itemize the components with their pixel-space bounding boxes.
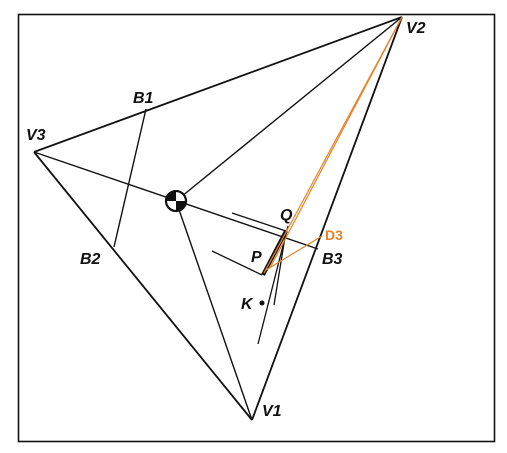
- label-q: Q: [280, 207, 293, 224]
- label-b2: B2: [80, 251, 101, 268]
- centroid-marker-icon: [164, 189, 188, 213]
- label-v2: V2: [406, 20, 426, 37]
- outer-triangle: [33, 16, 403, 421]
- edge-v1-v2: [251, 16, 403, 421]
- label-v1: V1: [262, 403, 282, 420]
- line-center-v2: [175, 16, 403, 202]
- line-b1-b2: [113, 108, 147, 248]
- label-b3: B3: [322, 251, 343, 268]
- label-p: P: [251, 249, 262, 266]
- segment-q-left: [231, 212, 287, 232]
- label-v3: V3: [26, 127, 46, 144]
- segment-p-left: [211, 250, 263, 276]
- label-d3: D3: [325, 227, 343, 243]
- edge-v3-v2: [33, 16, 403, 153]
- point-k: [259, 300, 265, 306]
- highlight-lines: [263, 16, 403, 274]
- orange-v2-p: [269, 16, 403, 269]
- label-b1: B1: [133, 90, 154, 107]
- label-k: K: [241, 296, 254, 313]
- pq-construction: [211, 212, 289, 345]
- segment-q-down: [273, 230, 287, 306]
- line-center-v1: [175, 200, 253, 421]
- orange-p-d3: [265, 235, 323, 271]
- frame-border: [17, 13, 496, 443]
- edge-v3-v1: [33, 151, 253, 421]
